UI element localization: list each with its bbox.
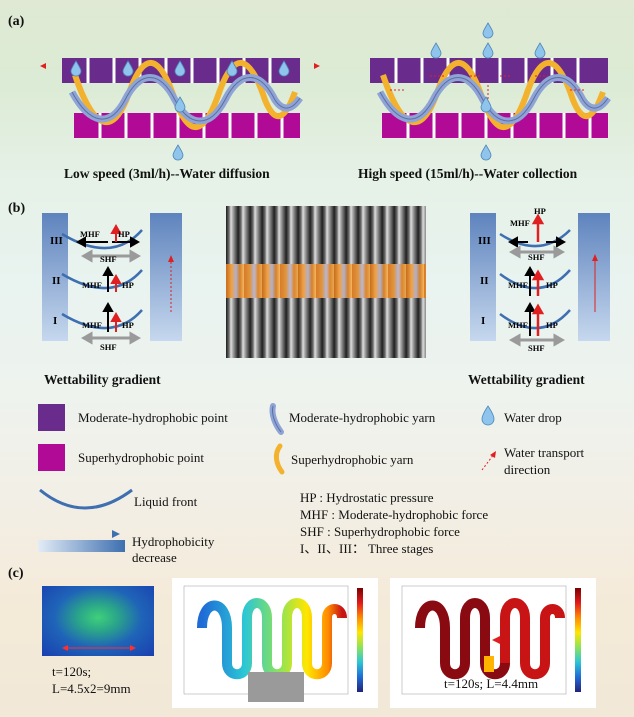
right-stage-bar	[470, 213, 496, 341]
moderate-yarn-swatch	[269, 403, 284, 435]
simulation-left-colorbar	[357, 588, 363, 692]
hydrophobicity-bar	[38, 540, 125, 552]
moderate-yarn-label: Moderate-hydrophobic yarn	[289, 410, 436, 425]
super-point-swatch	[38, 444, 65, 471]
right-mhf-label-1: MHF	[508, 320, 528, 330]
left-shf-label-1: SHF	[100, 342, 117, 352]
simulation-right-colorbar	[575, 588, 581, 692]
fabric-photo	[226, 206, 426, 358]
right-gradient-bar	[578, 213, 610, 341]
moderate-point-label: Moderate-hydrophobic point	[78, 410, 228, 425]
left-stage-2: II	[52, 275, 61, 287]
left-force-labels: MHF HP SHF MHF HP MHF HP SHF III II I	[50, 229, 134, 352]
right-stage-3: III	[478, 235, 491, 247]
left-shf-label-3: SHF	[100, 254, 117, 264]
right-shf-label-1: SHF	[528, 343, 545, 353]
right-wettability-label: Wettability gradient	[468, 372, 585, 387]
left-hp-label-3: HP	[118, 229, 130, 239]
left-mhf-label-2: MHF	[82, 280, 102, 290]
super-yarn-label: Superhydrophobic yarn	[291, 452, 414, 467]
definition-mhf: MHF : Moderate-hydrophobic force	[300, 507, 489, 522]
panel-a-label: (a)	[8, 14, 25, 29]
right-stage-1: I	[481, 315, 485, 327]
right-hp-label-3: HP	[534, 206, 546, 216]
definition-shf: SHF : Superhydrophobic force	[300, 524, 460, 539]
left-hp-label-1: HP	[122, 320, 134, 330]
high-speed-caption: High speed (15ml/h)--Water collection	[358, 166, 578, 181]
right-force-labels: HP MHF SHF MHF HP MHF HP SHF III II I	[478, 206, 558, 353]
definition-stages: I、II、III： Three stages	[300, 541, 434, 556]
right-shf-label-3: SHF	[528, 252, 545, 262]
simulation-caption: t=120s; L=4.4mm	[444, 676, 539, 691]
panel-b-label: (b)	[8, 201, 26, 216]
right-force-diagram: HP MHF SHF MHF HP MHF HP SHF III II I	[478, 206, 598, 353]
water-drop-label: Water drop	[504, 410, 562, 425]
super-yarn-swatch	[273, 443, 285, 475]
panel-c-label: (c)	[8, 566, 24, 581]
low-speed-fabric	[40, 58, 320, 161]
right-stage-2: II	[480, 275, 489, 287]
water-drop-icon	[481, 405, 495, 426]
left-wettability-label: Wettability gradient	[44, 372, 161, 387]
right-hp-label-1: HP	[546, 320, 558, 330]
water-transport-icon	[481, 451, 496, 471]
simulation-plot-left	[172, 578, 378, 708]
simulation-plot-right	[390, 578, 596, 708]
moderate-point-swatch	[38, 404, 65, 431]
hydrophobicity-label: Hydrophobicity decrease	[132, 534, 215, 565]
definition-hp: HP : Hydrostatic pressure	[300, 490, 434, 505]
left-stage-1: I	[53, 315, 57, 327]
thermal-caption: t=120s; L=4.5x2=9mm	[52, 664, 131, 696]
high-speed-fabric	[370, 22, 611, 161]
liquid-front-icon	[39, 488, 133, 510]
left-force-diagram: MHF HP SHF MHF HP MHF HP SHF III II I	[50, 223, 174, 352]
left-mhf-label-3: MHF	[80, 229, 100, 239]
panel-a-diagram	[40, 22, 611, 161]
left-hp-label-2: HP	[122, 280, 134, 290]
thermal-image	[42, 586, 154, 656]
left-gradient-bar	[150, 213, 182, 341]
right-mhf-label-3: MHF	[510, 218, 530, 228]
water-transport-label: Water transport direction	[504, 445, 585, 477]
low-speed-caption: Low speed (3ml/h)--Water diffusion	[64, 166, 270, 181]
hydrophobicity-arrow-icon	[112, 530, 120, 538]
right-mhf-label-2: MHF	[508, 280, 528, 290]
left-stage-3: III	[50, 235, 63, 247]
left-mhf-label-1: MHF	[82, 320, 102, 330]
right-hp-label-2: HP	[546, 280, 558, 290]
super-point-label: Superhydrophobic point	[78, 450, 205, 465]
definitions-list: HP : Hydrostatic pressure MHF : Moderate…	[300, 489, 488, 557]
liquid-front-label: Liquid front	[134, 494, 198, 509]
